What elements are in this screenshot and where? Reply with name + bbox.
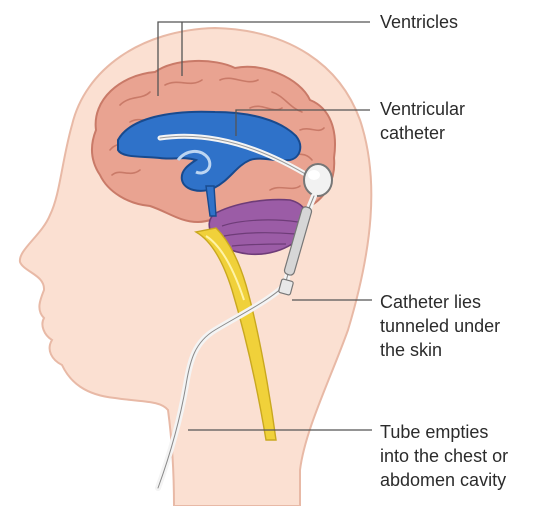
label-ventricular-catheter-line-2: catheter: [380, 121, 465, 145]
label-tube-empties-line-3: abdomen cavity: [380, 468, 508, 492]
valve-highlight: [308, 170, 320, 180]
label-ventricular-catheter: Ventricular catheter: [380, 97, 465, 145]
label-catheter-tunneled: Catheter lies tunneled under the skin: [380, 290, 500, 362]
label-tube-empties: Tube empties into the chest or abdomen c…: [380, 420, 508, 492]
label-tube-empties-line-1: Tube empties: [380, 420, 508, 444]
label-ventricles: Ventricles: [380, 10, 458, 34]
label-catheter-tunneled-line-1: Catheter lies: [380, 290, 500, 314]
label-catheter-tunneled-line-3: the skin: [380, 338, 500, 362]
label-tube-empties-line-2: into the chest or: [380, 444, 508, 468]
shunt-valve: [304, 164, 332, 196]
label-ventricular-catheter-line-1: Ventricular: [380, 97, 465, 121]
label-catheter-tunneled-line-2: tunneled under: [380, 314, 500, 338]
label-ventricles-line-1: Ventricles: [380, 10, 458, 34]
